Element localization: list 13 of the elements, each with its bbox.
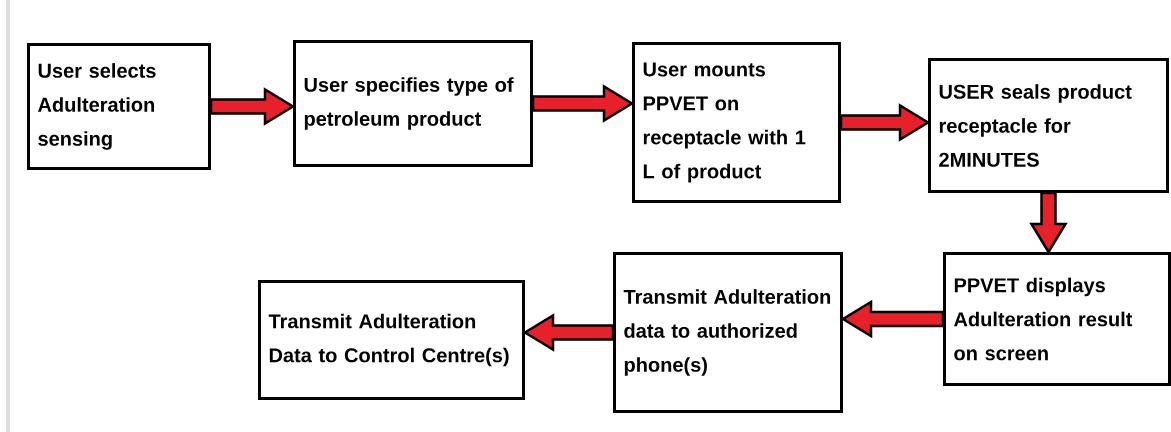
arrow	[840, 299, 945, 339]
process-box: Transmit Adulteration data to authorized phone(s)	[613, 252, 843, 413]
process-box: PPVET displays Adulteration result on screen	[943, 252, 1171, 386]
arrow	[839, 103, 931, 142]
process-box: USER seals product receptacle for 2MINUTES	[928, 58, 1169, 193]
arrow	[209, 87, 296, 126]
process-box: User mounts PPVET on receptacle with 1 L of product	[632, 42, 841, 203]
arrow	[1029, 191, 1068, 255]
process-box: Transmit Adulteration Data to Control Centre(s)	[258, 280, 525, 400]
arrow	[522, 313, 615, 352]
arrow	[531, 84, 635, 123]
process-box: User specifies type of petroleum product	[293, 40, 533, 167]
process-box: User selects Adulteration sensing	[27, 43, 211, 170]
